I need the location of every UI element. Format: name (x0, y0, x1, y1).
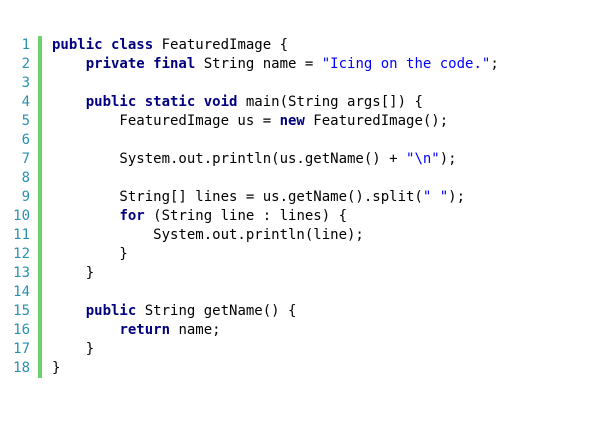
code-line[interactable]: System.out.println(line); (52, 226, 597, 245)
line-number: 4 (21, 94, 30, 110)
code-token: ); (439, 151, 457, 167)
code-token: FeaturedImage { (153, 37, 289, 53)
code-token: (String line : lines) { (144, 208, 348, 224)
code-token: System.out.println(line); (52, 227, 364, 243)
keyword-token: private final (85, 56, 196, 72)
change-indicator-bar (38, 36, 42, 378)
code-line[interactable]: } (52, 340, 597, 359)
code-line[interactable]: FeaturedImage us = new FeaturedImage(); (52, 112, 597, 131)
code-token (52, 56, 86, 72)
code-token: String[] lines = us.getName().split( (52, 189, 423, 205)
keyword-token: public class (52, 37, 154, 53)
keyword-token: new (279, 113, 305, 129)
line-number: 18 (13, 360, 30, 376)
line-number: 14 (13, 284, 30, 300)
code-line[interactable]: String[] lines = us.getName().split(" ")… (52, 188, 597, 207)
code-token: } (52, 246, 128, 262)
code-line[interactable]: public static void main(String args[]) { (52, 93, 597, 112)
code-token: FeaturedImage us = (52, 113, 280, 129)
code-token: } (52, 265, 95, 281)
string-literal-token: "Icing on the code." (321, 56, 491, 72)
code-line[interactable]: } (52, 359, 597, 378)
line-number: 1 (21, 37, 30, 53)
code-token: } (52, 341, 95, 357)
code-token: main(String args[]) { (237, 94, 423, 110)
code-line[interactable] (52, 283, 597, 302)
code-line[interactable]: for (String line : lines) { (52, 207, 597, 226)
line-number: 9 (21, 189, 30, 205)
code-token (52, 208, 119, 224)
code-line[interactable] (52, 74, 597, 93)
line-number: 5 (21, 113, 30, 129)
code-line[interactable]: public String getName() { (52, 302, 597, 321)
code-line[interactable]: } (52, 245, 597, 264)
code-token: FeaturedImage(); (304, 113, 449, 129)
line-number: 6 (21, 132, 30, 148)
line-number: 8 (21, 170, 30, 186)
string-literal-token: "\n" (406, 151, 440, 167)
code-line[interactable] (52, 169, 597, 188)
code-line[interactable] (52, 131, 597, 150)
keyword-token: public static void (85, 94, 238, 110)
code-area[interactable]: public class FeaturedImage { private fin… (52, 36, 597, 378)
keyword-token: for (119, 208, 145, 224)
code-token: String getName() { (136, 303, 297, 319)
line-number: 3 (21, 75, 30, 91)
code-token: String name = (195, 56, 322, 72)
keyword-token: return (119, 322, 171, 338)
code-line[interactable]: private final String name = "Icing on th… (52, 55, 597, 74)
line-number: 2 (21, 56, 30, 72)
code-token (52, 303, 86, 319)
string-literal-token: " " (422, 189, 449, 205)
code-line[interactable]: } (52, 264, 597, 283)
code-token: ; (490, 56, 499, 72)
code-token: name; (170, 322, 221, 338)
line-number: 11 (13, 227, 30, 243)
code-token: } (52, 360, 61, 376)
keyword-token: public (85, 303, 137, 319)
code-line[interactable]: return name; (52, 321, 597, 340)
code-token (52, 94, 86, 110)
line-number: 10 (13, 208, 30, 224)
line-number: 13 (13, 265, 30, 281)
line-number: 7 (21, 151, 30, 167)
line-number: 16 (13, 322, 30, 338)
code-line[interactable]: System.out.println(us.getName() + "\n"); (52, 150, 597, 169)
code-token: System.out.println(us.getName() + (52, 151, 407, 167)
line-number: 17 (13, 341, 30, 357)
line-number: 15 (13, 303, 30, 319)
line-number: 12 (13, 246, 30, 262)
code-token: ); (448, 189, 466, 205)
code-line[interactable]: public class FeaturedImage { (52, 36, 597, 55)
code-token (52, 322, 119, 338)
